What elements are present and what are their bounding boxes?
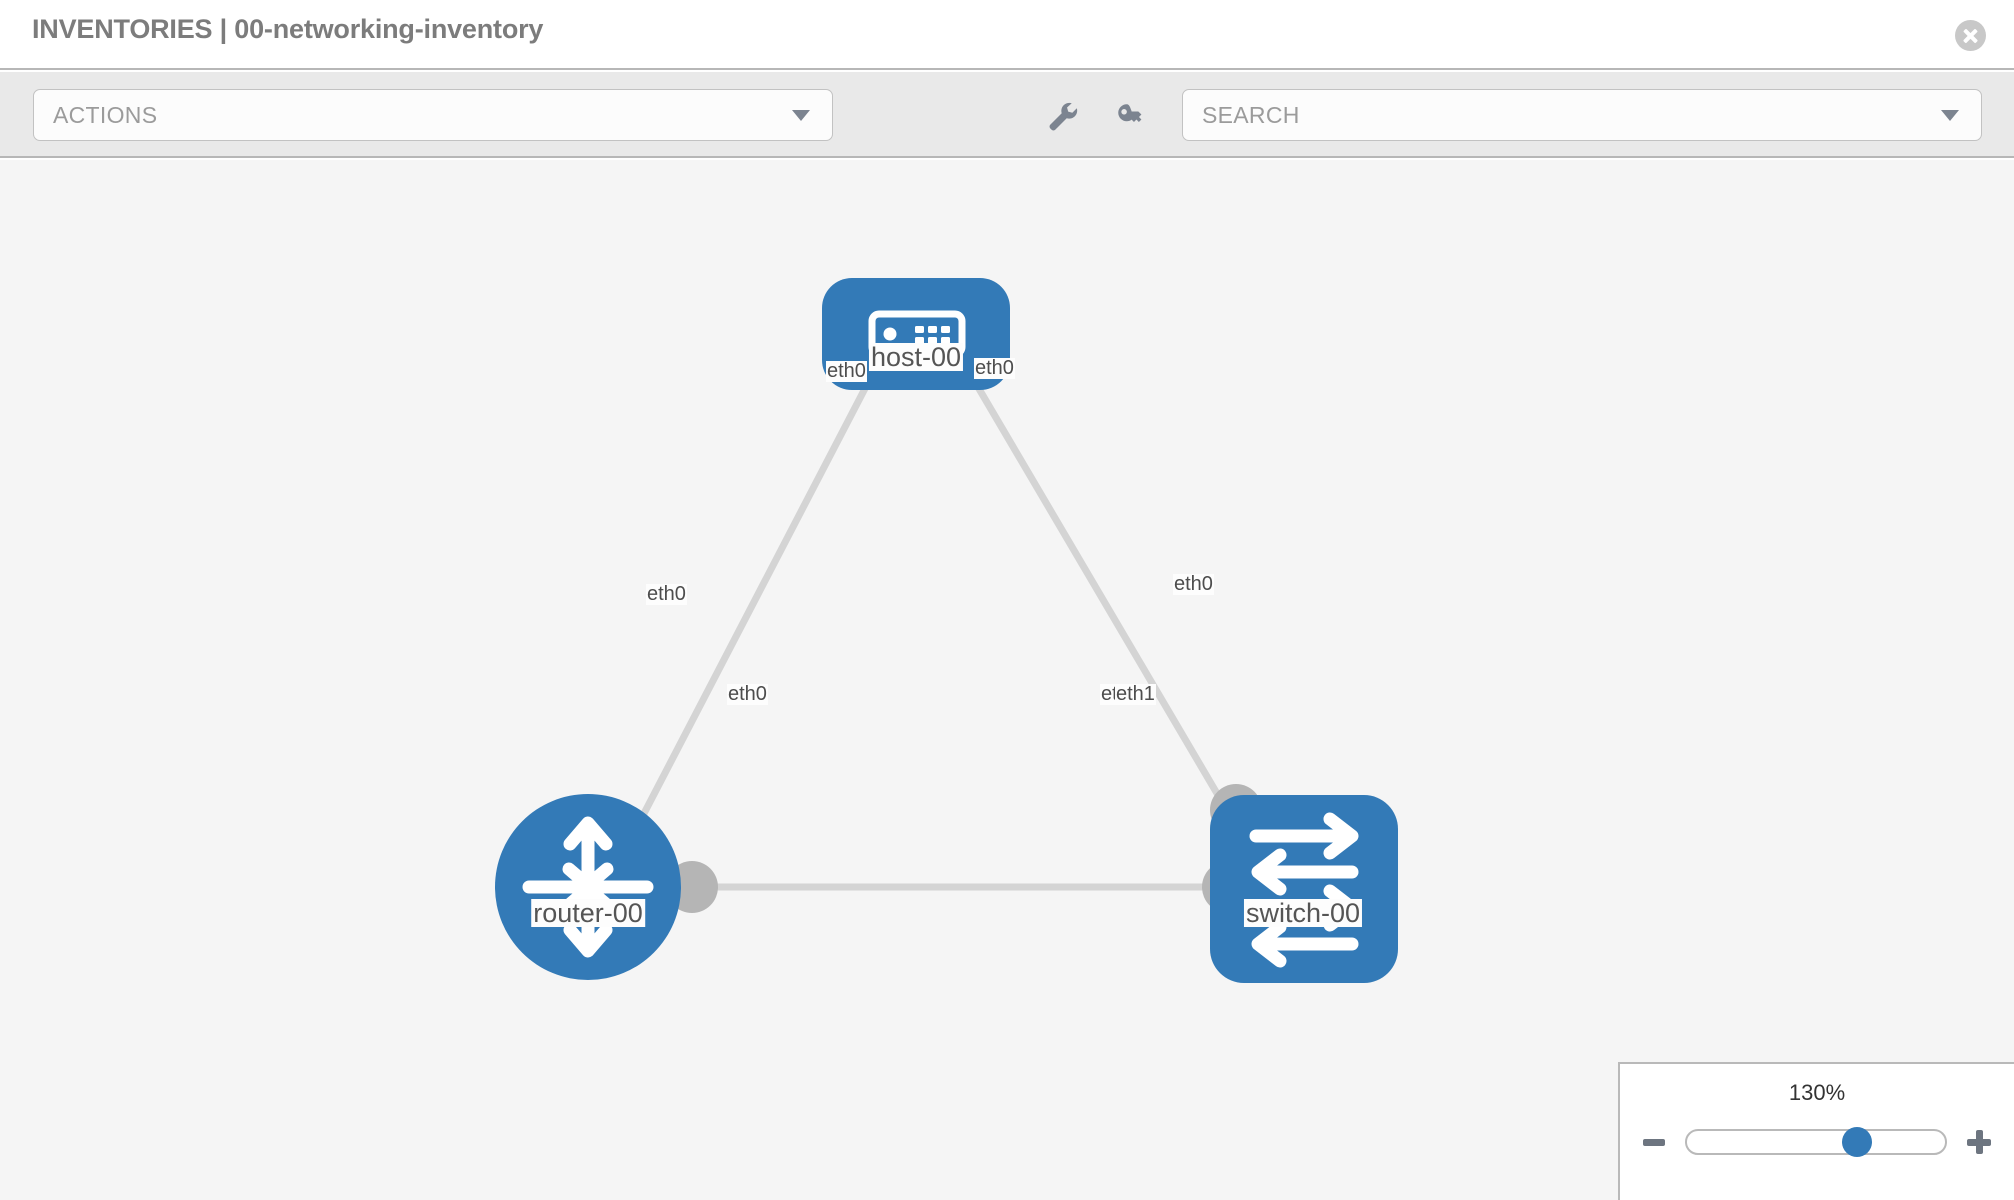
node-label-router-00: router-00	[531, 898, 645, 928]
node-router-00[interactable]	[495, 794, 681, 980]
page-header: INVENTORIES | 00-networking-inventory	[0, 0, 2014, 70]
key-icon[interactable]	[1114, 100, 1148, 134]
search-placeholder: SEARCH	[1202, 101, 1300, 128]
search-input[interactable]: SEARCH	[1182, 89, 1982, 141]
node-switch-00[interactable]	[1210, 795, 1398, 983]
chevron-down-icon	[792, 109, 810, 121]
chevron-down-icon	[1941, 109, 1959, 121]
zoom-slider[interactable]	[1685, 1127, 1947, 1157]
zoom-slider-thumb[interactable]	[1842, 1127, 1873, 1157]
actions-dropdown-label: ACTIONS	[53, 101, 158, 128]
iface-label-switch00-eth0-uplink: eth0	[1173, 573, 1214, 595]
wrench-icon[interactable]	[1046, 100, 1080, 134]
topology-canvas[interactable]: host-00 router-00 switch-00 eth0 eth0 et…	[0, 160, 2014, 1200]
iface-label-router00-eth0: eth0	[727, 683, 768, 705]
actions-dropdown[interactable]: ACTIONS	[33, 89, 833, 141]
node-label-switch-00: switch-00	[1243, 898, 1363, 928]
zoom-control-panel: 130%	[1618, 1062, 2014, 1200]
link-host00-switch00[interactable]	[951, 344, 1246, 840]
page-title: INVENTORIES | 00-networking-inventory	[32, 14, 544, 44]
iface-label-switch00-eth1: eth1	[1115, 683, 1156, 705]
topology-links	[621, 344, 1254, 891]
node-label-host-00: host-00	[868, 342, 964, 372]
interface-connectors	[666, 314, 1262, 913]
zoom-level-value: 130%	[1788, 1080, 1846, 1105]
iface-label-host00-eth0-left: eth0	[826, 360, 867, 382]
topology-graph	[495, 278, 1398, 983]
toolbar: ACTIONS SEARCH	[0, 72, 2014, 158]
iface-label-router00-eth0-uplink: eth0	[646, 583, 687, 605]
zoom-out-button[interactable]	[1643, 1138, 1665, 1146]
link-host00-router00[interactable]	[621, 346, 889, 854]
zoom-in-button[interactable]	[1967, 1130, 1991, 1154]
iface-label-host00-eth0-right: eth0	[974, 357, 1015, 379]
close-icon[interactable]	[1955, 20, 1986, 51]
